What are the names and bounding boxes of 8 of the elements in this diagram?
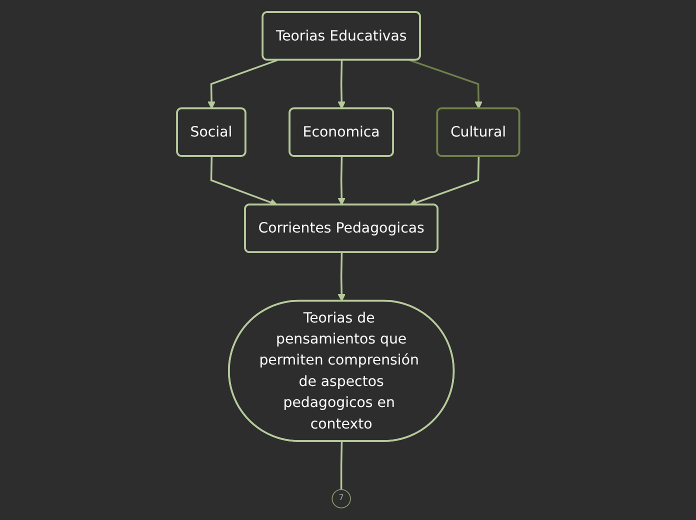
- arrow: [207, 59, 278, 110]
- connector: [340, 442, 342, 490]
- arrow: [338, 156, 346, 206]
- arrow: [210, 156, 278, 206]
- arrow: [338, 252, 346, 302]
- arrow: [409, 59, 482, 110]
- arrow: [338, 60, 346, 110]
- arrow: [409, 156, 480, 206]
